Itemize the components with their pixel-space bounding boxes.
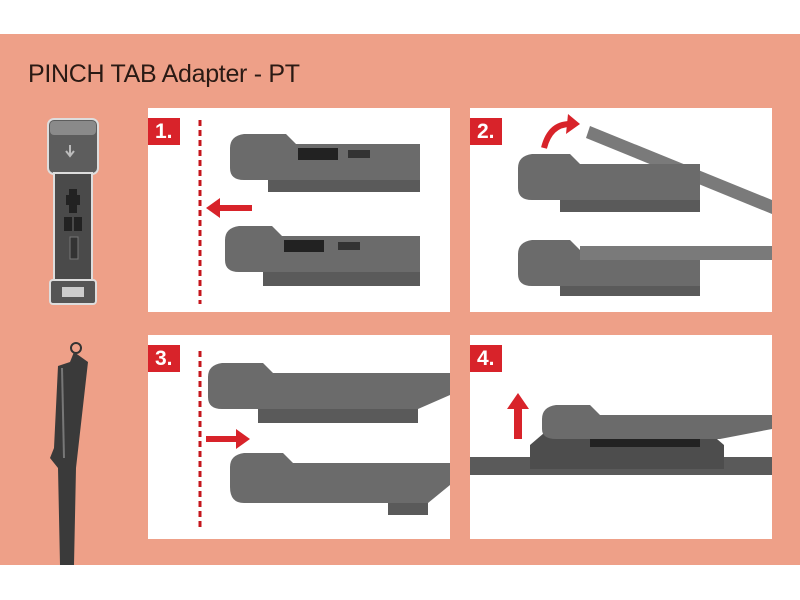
step-1-panel: 1. xyxy=(148,108,450,312)
arrow-right-icon xyxy=(206,429,250,449)
arrow-left-icon xyxy=(206,198,252,218)
step-1-badge: 1. xyxy=(148,118,180,145)
rotate-arrow-head-icon xyxy=(566,114,580,134)
step-4-panel: 4. xyxy=(470,335,772,539)
step-2-panel: 2. xyxy=(470,108,772,312)
adapter-top-view-image xyxy=(47,118,99,305)
adapter-part xyxy=(225,226,420,286)
adapter-side-profile-image xyxy=(50,342,88,565)
adapter-part xyxy=(518,240,772,296)
adapter-part xyxy=(542,405,772,447)
arrow-up-icon xyxy=(507,393,529,439)
step-2-badge: 2. xyxy=(470,118,502,145)
adapter-part xyxy=(208,363,450,423)
step-3-badge: 3. xyxy=(148,345,180,372)
adapter-part xyxy=(230,134,420,192)
step-3-panel: 3. xyxy=(148,335,450,539)
adapter-part xyxy=(230,453,450,515)
rotate-arrow-icon xyxy=(541,121,571,149)
page-title: PINCH TAB Adapter - PT xyxy=(28,60,300,88)
adapter-part xyxy=(518,154,700,212)
step-4-badge: 4. xyxy=(470,345,502,372)
